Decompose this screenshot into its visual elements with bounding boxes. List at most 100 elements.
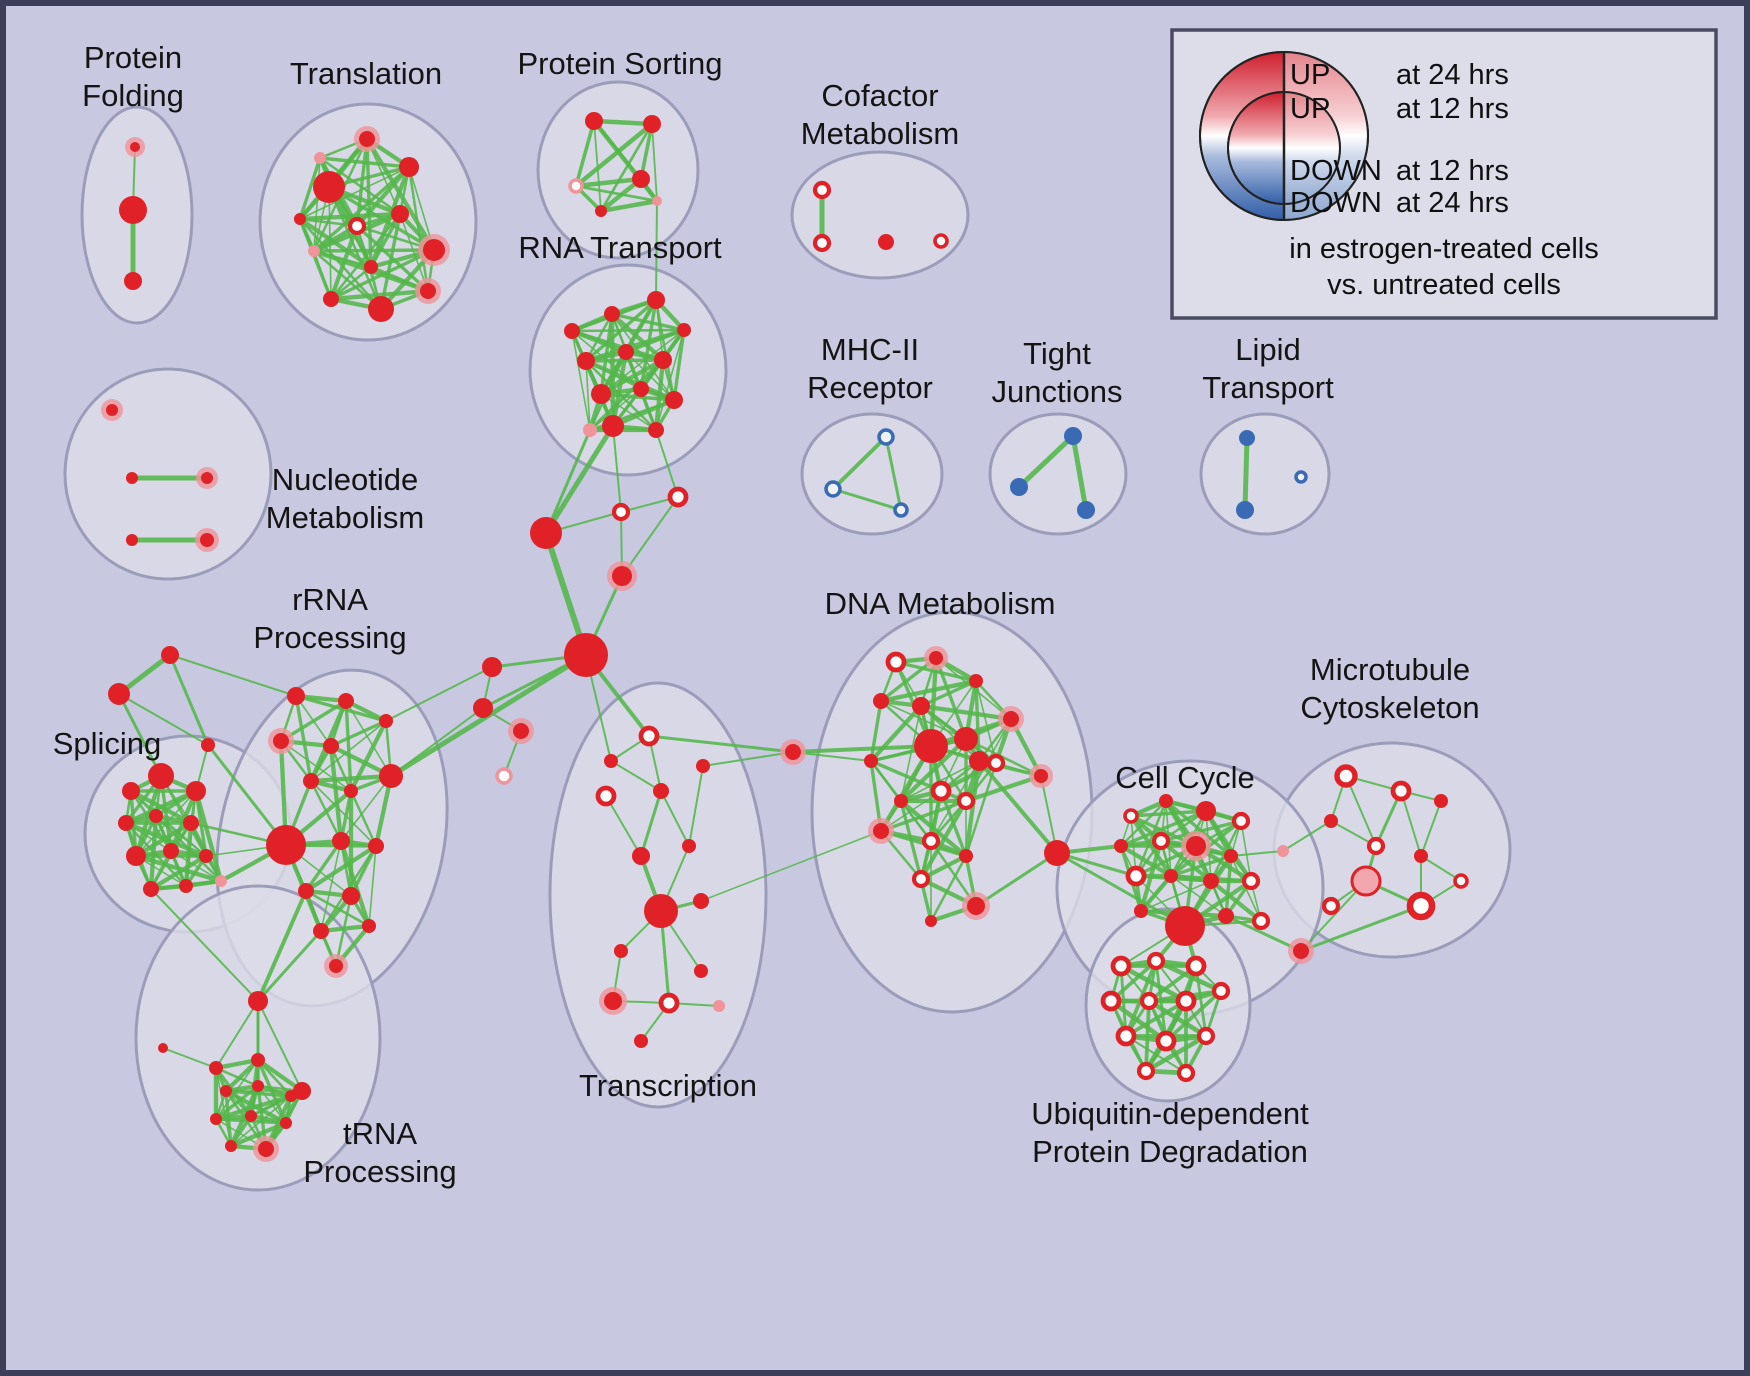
edge: [1224, 914, 1303, 953]
edge: [133, 820, 194, 859]
node-cm1: [812, 180, 832, 200]
node-rt4: [677, 323, 691, 337]
edge: [299, 166, 410, 220]
edge: [584, 298, 658, 363]
edge: [1420, 800, 1442, 857]
edge: [1300, 880, 1367, 952]
node-r9: [266, 825, 306, 865]
node-u4: [1100, 990, 1122, 1012]
node-m7: [1350, 865, 1382, 897]
edge: [1299, 904, 1423, 953]
cluster-label-cell-cycle: Cell Cycle: [1115, 760, 1255, 795]
edge: [308, 773, 394, 784]
node-ps4: [632, 170, 650, 188]
cluster-label-transcription: Transcription: [579, 1068, 757, 1103]
edge: [162, 1047, 217, 1069]
edge: [599, 392, 676, 402]
edge: [1158, 838, 1214, 884]
node-t7: [418, 234, 450, 266]
node-tr6: [252, 1080, 264, 1092]
node-lt2: [1236, 501, 1254, 519]
node-u8: [1115, 1025, 1137, 1047]
edge: [298, 217, 333, 301]
edge: [964, 761, 998, 858]
node-t4: [347, 216, 367, 236]
node-r2: [338, 693, 354, 709]
edge: [297, 216, 374, 270]
node-rt6: [618, 344, 634, 360]
edge: [1230, 850, 1284, 857]
node-tr3: [209, 1061, 223, 1075]
edge: [573, 176, 644, 189]
node-d2: [924, 646, 948, 670]
node-cc11: [1203, 873, 1219, 889]
node-tr2: [158, 1043, 168, 1053]
edge: [900, 705, 922, 802]
edge: [214, 1066, 260, 1088]
node-s11: [179, 879, 193, 893]
node-d15: [1029, 764, 1053, 788]
node-tx2: [604, 754, 618, 768]
edge: [585, 360, 591, 431]
node-r10: [332, 832, 350, 850]
edge: [964, 737, 1043, 778]
node-d7: [914, 729, 948, 763]
edge: [1164, 799, 1233, 858]
edge: [1420, 855, 1462, 882]
node-h6: [482, 657, 502, 677]
node-m2: [1390, 780, 1412, 802]
edge: [624, 328, 686, 354]
edge: [600, 393, 657, 431]
edge: [150, 888, 259, 1002]
node-u6: [1175, 990, 1197, 1012]
edge: [700, 830, 882, 902]
node-tr11: [225, 1140, 237, 1152]
node-t3: [399, 157, 419, 177]
edge: [977, 759, 1059, 855]
node-tr8: [210, 1113, 222, 1125]
node-tx8: [644, 894, 678, 928]
edge: [543, 423, 616, 536]
node-lt3: [1294, 470, 1308, 484]
node-tr9: [245, 1110, 257, 1122]
node-u5: [1139, 991, 1159, 1011]
edge: [612, 425, 622, 513]
node-h8: [508, 718, 534, 744]
node-t13: [314, 152, 326, 164]
edge: [297, 211, 403, 222]
cluster-ellipse-lipid-transport: [1199, 412, 1331, 536]
cluster-label-splicing: Splicing: [53, 726, 162, 761]
edge: [898, 798, 969, 859]
edge: [318, 156, 411, 169]
edge: [318, 923, 372, 934]
node-d3: [969, 674, 983, 688]
edge: [1400, 790, 1422, 857]
legend-time-label: at 24 hrs: [1396, 187, 1509, 219]
cluster-label-rna-transport: RNA Transport: [518, 230, 722, 265]
node-rt11: [602, 415, 624, 437]
node-rt1: [564, 323, 580, 339]
edge: [918, 703, 1014, 722]
edge: [574, 184, 659, 203]
edge: [344, 699, 353, 793]
node-m3: [1434, 794, 1448, 808]
edge: [621, 496, 679, 577]
edge: [791, 744, 933, 754]
edge: [573, 121, 655, 189]
edge: [599, 122, 654, 213]
node-d17: [921, 831, 941, 851]
node-t11: [294, 213, 306, 225]
legend-direction-label: UP: [1290, 59, 1330, 91]
edge: [574, 119, 596, 188]
edge: [399, 213, 429, 292]
node-tr12: [253, 1136, 279, 1162]
node-tj1: [1064, 427, 1082, 445]
edge: [898, 736, 969, 804]
edge: [1164, 989, 1223, 1043]
node-mh1: [877, 428, 895, 446]
node-d14: [956, 791, 976, 811]
edge: [647, 734, 795, 754]
edge: [672, 328, 686, 402]
